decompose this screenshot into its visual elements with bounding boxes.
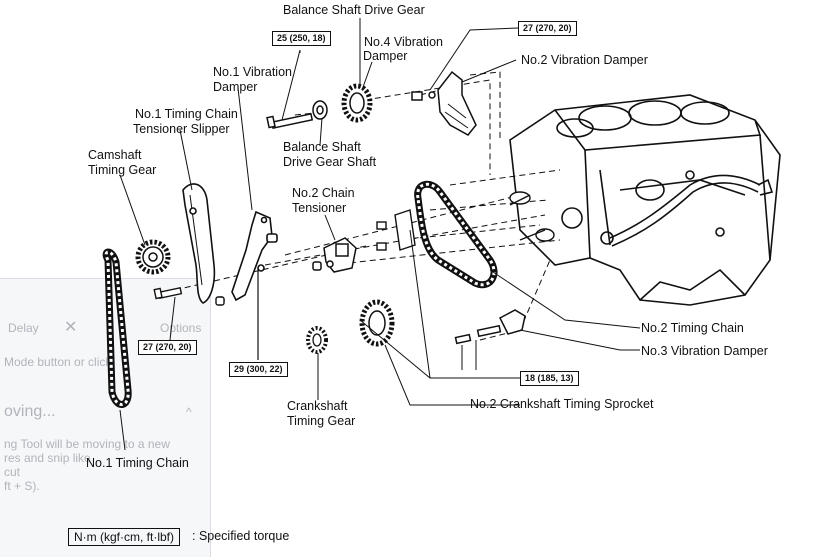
torque-spec-balance-shaft-bolt: 25 (250, 18) [272, 31, 331, 46]
engine-block [509, 94, 781, 306]
label-no1-vibration-damper-line2: Damper [213, 80, 258, 94]
label-no3-vibration-damper: No.3 Vibration Damper [641, 344, 768, 358]
balance-shaft-stubs [509, 191, 555, 242]
no1-vibration-damper [231, 210, 278, 360]
balance-shaft-drive-gear-shaft [266, 100, 328, 129]
no1-timing-chain [102, 248, 132, 408]
torque-spec-no2-damper-bolt: 27 (270, 20) [518, 21, 577, 36]
label-balance-shaft-drive-gear: Balance Shaft Drive Gear [283, 3, 425, 17]
no1-tensioner-slipper [182, 183, 225, 304]
torque-spec-no1-damper-bolt: 29 (300, 22) [229, 362, 288, 377]
label-crankshaft-timing-gear-line2: Timing Gear [287, 414, 356, 428]
label-no2-crankshaft-timing-sprocket: No.2 Crankshaft Timing Sprocket [470, 397, 654, 411]
balance-shaft-drive-gear [341, 83, 373, 123]
crankshaft-timing-gear [306, 326, 328, 354]
no3-vibration-damper [454, 309, 526, 345]
bolt [215, 209, 416, 306]
no2-vibration-damper [411, 70, 477, 136]
label-camshaft-timing-gear-line1: Camshaft [88, 148, 142, 162]
label-no2-chain-tensioner-line1: No.2 Chain [292, 186, 355, 200]
label-no1-vibration-damper-line1: No.1 Vibration [213, 65, 292, 79]
overlay-delay: Delay [8, 321, 39, 335]
legend-caption: : Specified torque [192, 529, 290, 543]
torque-spec-camshaft-bolt: 27 (270, 20) [138, 340, 197, 355]
bolt [153, 286, 183, 300]
snipping-tool-overlay: Delay ✕ Options Mode button or click ovi… [0, 278, 211, 557]
overlay-heading: oving... [4, 403, 56, 420]
legend-unit-box: N·m (kgf·cm, ft·lbf) [68, 528, 180, 546]
label-no4-vibration-damper-line1: No.4 Vibration [364, 35, 443, 49]
overlay-line: ng Tool will be moving to a new [4, 437, 170, 451]
close-icon: ✕ [64, 319, 78, 336]
label-no2-chain-tensioner-line2: Tensioner [292, 201, 347, 215]
no2-crankshaft-timing-sprocket [359, 299, 395, 347]
chevron-up-icon: ^ [186, 405, 192, 419]
overlay-line: res and snip like [4, 451, 91, 465]
leader-lines [119, 18, 641, 451]
label-no2-vibration-damper: No.2 Vibration Damper [521, 53, 648, 67]
no2-timing-chain [414, 180, 498, 289]
torque-spec-no3-damper-bolt: 18 (185, 13) [520, 371, 579, 386]
label-no1-timing-chain: No.1 Timing Chain [86, 456, 189, 470]
label-no4-vibration-damper-line2: Damper [363, 49, 408, 63]
camshaft-timing-gear [135, 239, 171, 275]
label-no1-tensioner-slipper-line2: Tensioner Slipper [133, 122, 230, 136]
label-no2-timing-chain: No.2 Timing Chain [641, 321, 744, 335]
overlay-options: Options [160, 321, 202, 335]
overlay-line: ft + S). [4, 479, 40, 493]
overlay-line: cut [4, 465, 21, 479]
label-balance-shaft-gear-shaft-line1: Balance Shaft [283, 140, 361, 154]
label-crankshaft-timing-gear-line1: Crankshaft [287, 399, 348, 413]
label-no1-tensioner-slipper-line1: No.1 Timing Chain [135, 107, 238, 121]
label-camshaft-timing-gear-line2: Timing Gear [88, 163, 157, 177]
label-balance-shaft-gear-shaft-line2: Drive Gear Shaft [283, 155, 377, 169]
overlay-mode-hint: Mode button or click [4, 355, 112, 369]
no2-chain-tensioner [312, 237, 357, 273]
